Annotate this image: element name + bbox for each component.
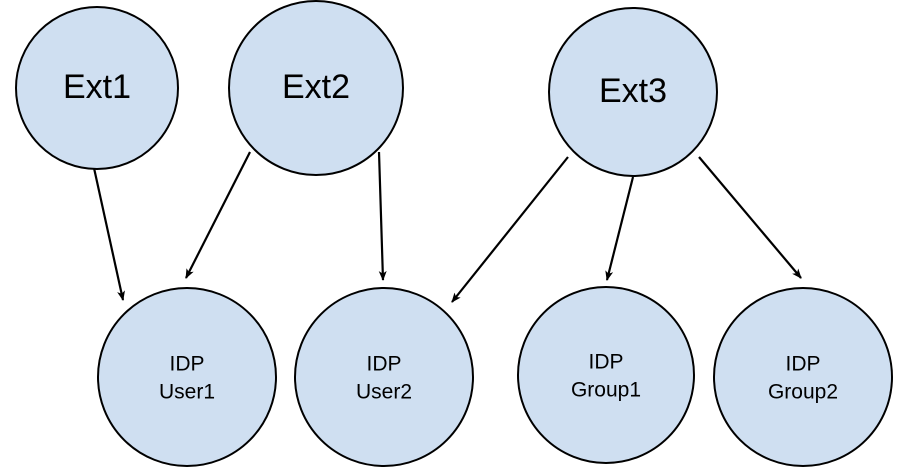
edge-ext1-to-idp_user1 bbox=[92, 167, 125, 301]
node-label-ext1: Ext1 bbox=[63, 68, 131, 106]
node-idp_group2[interactable]: IDP Group2 bbox=[713, 287, 893, 467]
edge-ext2-to-idp_user2 bbox=[377, 151, 387, 281]
node-ext3[interactable]: Ext3 bbox=[548, 7, 718, 177]
node-idp_group1[interactable]: IDP Group1 bbox=[517, 286, 695, 464]
edge-ext2-to-idp_user1 bbox=[185, 151, 251, 279]
node-idp_user1[interactable]: IDP User1 bbox=[97, 287, 277, 467]
node-circle-ext2[interactable] bbox=[228, 0, 404, 176]
edges-layer bbox=[92, 151, 802, 303]
node-label-idp_group2-line1: IDP bbox=[785, 353, 820, 376]
node-label-idp_user1-line2: User1 bbox=[159, 381, 215, 404]
node-label-idp_group1-line2: Group1 bbox=[571, 379, 641, 402]
node-label-idp_group2-line2: Group2 bbox=[768, 381, 838, 404]
node-ext1[interactable]: Ext1 bbox=[15, 6, 179, 170]
node-circle-ext1[interactable] bbox=[15, 6, 179, 170]
node-circle-idp_user2[interactable] bbox=[294, 287, 474, 467]
node-circle-idp_group2[interactable] bbox=[713, 287, 893, 467]
node-circle-idp_user1[interactable] bbox=[97, 287, 277, 467]
node-label-ext3: Ext3 bbox=[599, 72, 667, 110]
edge-ext3-to-idp_user2 bbox=[451, 156, 569, 303]
node-label-idp_user2-line1: IDP bbox=[366, 353, 401, 376]
node-label-idp_group1-line1: IDP bbox=[588, 351, 623, 374]
node-idp_user2[interactable]: IDP User2 bbox=[294, 287, 474, 467]
node-label-idp_user1-line1: IDP bbox=[169, 353, 204, 376]
node-label-idp_user2-line2: User2 bbox=[356, 381, 412, 404]
node-circle-idp_group1[interactable] bbox=[517, 286, 695, 464]
edge-ext3-to-idp_group1 bbox=[605, 176, 635, 281]
node-label-ext2: Ext2 bbox=[282, 68, 350, 106]
node-circle-ext3[interactable] bbox=[548, 7, 718, 177]
node-ext2[interactable]: Ext2 bbox=[228, 0, 404, 176]
edge-ext3-to-idp_group2 bbox=[698, 156, 802, 279]
